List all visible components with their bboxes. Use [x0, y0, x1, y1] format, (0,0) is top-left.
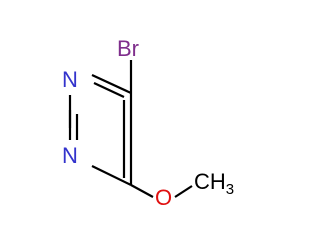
molecule-structure: Br N N O CH3: [62, 36, 235, 210]
methyl-label: CH: [194, 169, 226, 194]
atom-nitrogen-bottom: N: [62, 143, 78, 168]
bond-c4-n3: [91, 74, 132, 94]
bond-n1-c6: [91, 165, 132, 186]
atom-bromine: Br: [117, 36, 139, 61]
bond-o-ch3: [174, 185, 193, 198]
atom-methyl: CH3: [194, 169, 234, 198]
bond-c4-n3-inner: [93, 82, 125, 98]
bonds: [68, 60, 193, 198]
structure-canvas: Br N N O CH3: [62, 36, 235, 210]
atom-nitrogen-top: N: [62, 67, 78, 92]
atom-oxygen: O: [155, 185, 172, 210]
methyl-subscript: 3: [226, 181, 234, 198]
bond-c6-o: [130, 184, 154, 198]
